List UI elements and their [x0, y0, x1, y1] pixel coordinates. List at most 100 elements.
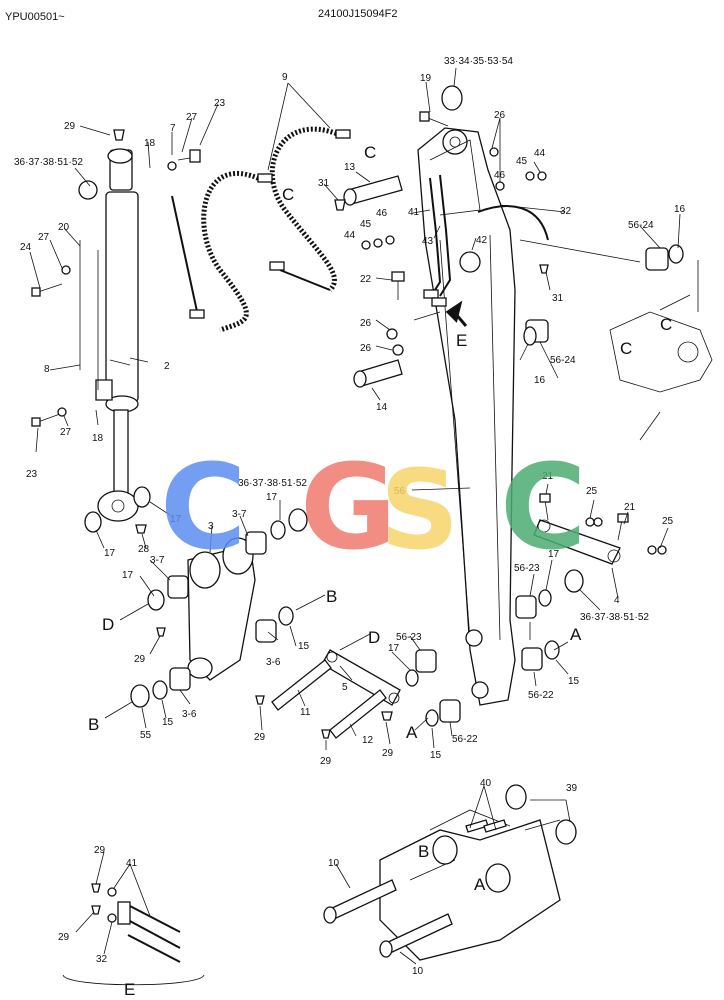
callout-18: 18 [144, 138, 156, 149]
callout-16: 16 [674, 204, 686, 215]
callout-9: 9 [282, 72, 288, 83]
ref-letter-b: B [326, 587, 337, 606]
callout-7: 7 [170, 123, 176, 134]
callout-16: 16 [534, 375, 546, 386]
callout-55: 55 [140, 730, 152, 741]
leader-lines [29, 67, 681, 965]
watermark: C G S C [160, 438, 587, 576]
link-4 [533, 519, 621, 565]
callout-36-set: 36·37·38·51·52 [238, 478, 307, 489]
callout-3: 3 [208, 521, 214, 532]
reference-letters: A A A B B B C C C C D D E E [88, 143, 672, 999]
ref-letter-c: C [660, 315, 672, 334]
callout-labels: 2 3 3-7 3-7 3-6 3-6 4 5 7 8 9 10 10 11 1… [14, 56, 686, 977]
ref-letter-d: D [102, 615, 114, 634]
callout-25: 25 [586, 486, 598, 497]
callout-26: 26 [360, 343, 372, 354]
callout-5: 5 [342, 682, 348, 693]
callout-29: 29 [254, 732, 266, 743]
callout-27: 27 [186, 112, 198, 123]
callout-45: 45 [516, 156, 528, 167]
hose-set [171, 126, 351, 333]
callout-3-7: 3-7 [150, 555, 165, 566]
callout-21: 21 [542, 471, 554, 482]
callout-39: 39 [566, 783, 578, 794]
ref-letter-a: A [406, 723, 418, 742]
header-left-code: YPU00501~ [5, 11, 65, 23]
callout-56-23: 56-23 [514, 563, 540, 574]
ref-letter-b: B [88, 715, 99, 734]
callout-22: 22 [360, 274, 372, 285]
ref-letter-a: A [570, 625, 582, 644]
arm-piping [423, 174, 641, 307]
callout-11: 11 [300, 707, 311, 718]
callout-29: 29 [58, 932, 70, 943]
arm-boss-detail [323, 784, 577, 961]
watermark-letter: S [380, 446, 459, 574]
callout-29: 29 [320, 756, 332, 767]
callout-17: 17 [266, 492, 278, 503]
ref-letter-e: E [456, 331, 467, 350]
callout-31: 31 [318, 178, 330, 189]
callout-27: 27 [60, 427, 72, 438]
callout-44: 44 [344, 230, 356, 241]
callout-33-set: 33·34·35·53·54 [444, 56, 513, 67]
callout-46: 46 [376, 208, 388, 219]
direction-arrow-icon [445, 300, 468, 327]
callout-27: 27 [38, 232, 50, 243]
callout-28: 28 [138, 544, 150, 555]
ref-letter-c: C [282, 185, 294, 204]
callout-3-6: 3-6 [266, 657, 281, 668]
callout-25: 25 [662, 516, 674, 527]
callout-29: 29 [134, 654, 146, 665]
callout-56-24: 56-24 [628, 220, 654, 231]
callout-45: 45 [360, 219, 372, 230]
bushings-and-washers [78, 85, 684, 727]
callout-42: 42 [476, 235, 488, 246]
callout-40: 40 [480, 778, 492, 789]
callout-15: 15 [298, 641, 310, 652]
callout-17: 17 [388, 643, 400, 654]
callout-36-set: 36·37·38·51·52 [14, 157, 83, 168]
ref-letter-b: B [418, 842, 429, 861]
callout-29: 29 [64, 121, 76, 132]
link-3 [187, 537, 256, 681]
callout-10: 10 [328, 858, 340, 869]
callout-17: 17 [104, 548, 116, 559]
link-5 [321, 649, 401, 706]
ref-letter-a: A [474, 875, 486, 894]
callout-15: 15 [430, 750, 442, 761]
callout-56-24: 56-24 [550, 355, 576, 366]
watermark-letter: C [160, 438, 247, 576]
arm-body [417, 127, 516, 706]
callout-46: 46 [494, 170, 506, 181]
callout-31: 31 [552, 293, 564, 304]
callout-56-22: 56-22 [452, 734, 478, 745]
callout-21: 21 [624, 502, 636, 513]
ref-letter-e: E [124, 980, 135, 999]
callout-56-23: 56-23 [396, 632, 422, 643]
callout-4: 4 [614, 595, 620, 606]
callout-3-6: 3-6 [182, 709, 197, 720]
callout-36-set: 36·37·38·51·52 [580, 612, 649, 623]
callout-23: 23 [26, 469, 38, 480]
callout-3-7: 3-7 [232, 509, 247, 520]
callout-32: 32 [560, 206, 572, 217]
ref-letter-c: C [620, 339, 632, 358]
callout-15: 15 [162, 717, 174, 728]
callout-32: 32 [96, 954, 108, 965]
callout-41: 41 [126, 858, 138, 869]
callout-56-22: 56-22 [528, 690, 554, 701]
callout-26: 26 [494, 110, 506, 121]
callout-26: 26 [360, 318, 372, 329]
callout-13: 13 [344, 162, 356, 173]
watermark-letter: G [300, 438, 397, 576]
callout-17: 17 [170, 514, 182, 525]
callout-10: 10 [412, 966, 424, 977]
callout-18: 18 [92, 433, 104, 444]
callout-20: 20 [58, 222, 70, 233]
callout-19: 19 [420, 73, 432, 84]
callout-14: 14 [376, 402, 388, 413]
header-right-code: 24100J15094F2 [318, 8, 398, 20]
